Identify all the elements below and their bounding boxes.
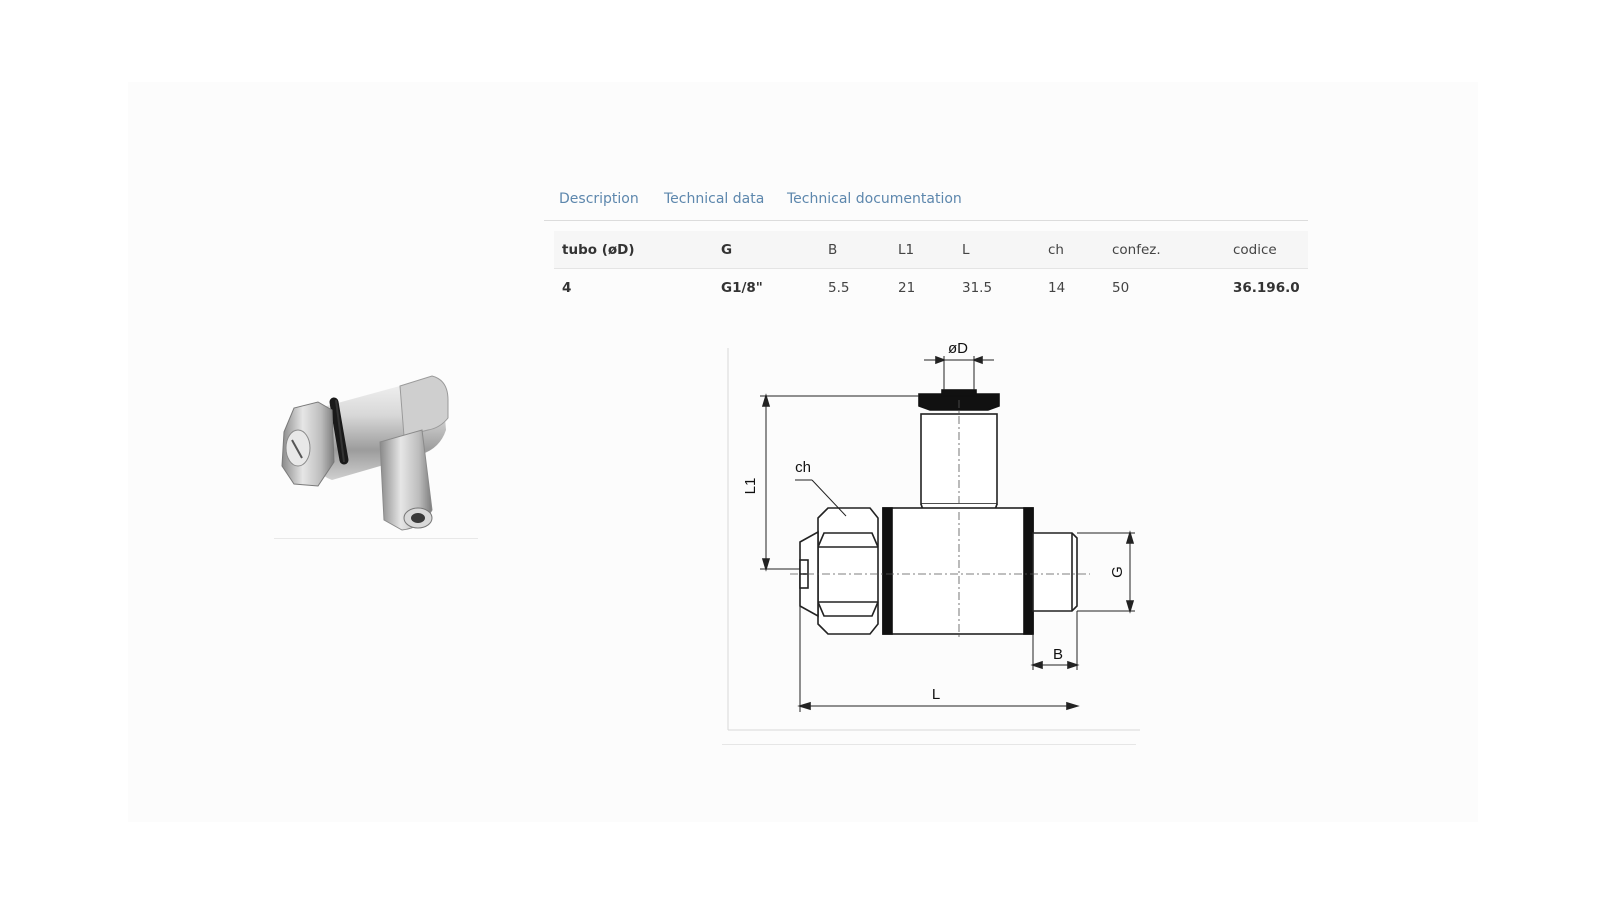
cell-b: 5.5 bbox=[828, 280, 850, 296]
product-image bbox=[281, 375, 449, 531]
table-header-row: tubo (øD) G B L1 L ch confez. codice bbox=[554, 231, 1308, 269]
cell-ch: 14 bbox=[1048, 280, 1066, 296]
technical-data-table: tubo (øD) G B L1 L ch confez. codice 4 G… bbox=[554, 231, 1308, 307]
column-header-b: B bbox=[820, 231, 890, 269]
cell-tubo: 4 bbox=[562, 280, 572, 296]
column-header-confez: confez. bbox=[1104, 231, 1225, 269]
label-diameter: øD bbox=[948, 340, 968, 357]
column-header-g: G bbox=[713, 231, 820, 269]
column-header-l: L bbox=[954, 231, 1040, 269]
label-ch: ch bbox=[795, 459, 811, 476]
tab-technical-data[interactable]: Technical data bbox=[664, 191, 765, 207]
drawing-divider bbox=[722, 744, 1136, 745]
column-header-tubo: tubo (øD) bbox=[554, 231, 713, 269]
photo-divider bbox=[274, 538, 478, 539]
label-l: L bbox=[932, 686, 940, 703]
table-row: 4 G1/8" 5.5 21 31.5 14 50 36.196.0 bbox=[554, 269, 1308, 308]
column-header-ch: ch bbox=[1040, 231, 1104, 269]
cell-g: G1/8" bbox=[721, 280, 763, 296]
cell-l: 31.5 bbox=[962, 280, 993, 296]
technical-drawing: øD L1 ch G B L bbox=[727, 340, 1140, 731]
tab-description[interactable]: Description bbox=[559, 191, 639, 207]
tab-bar: Description Technical data Technical doc… bbox=[544, 180, 1308, 221]
tab-technical-documentation[interactable]: Technical documentation bbox=[787, 191, 962, 207]
label-g: G bbox=[1109, 566, 1126, 578]
column-header-l1: L1 bbox=[890, 231, 954, 269]
column-header-codice: codice bbox=[1225, 231, 1308, 269]
label-b: B bbox=[1053, 646, 1063, 663]
cell-codice: 36.196.0 bbox=[1233, 280, 1300, 296]
cell-l1: 21 bbox=[898, 280, 916, 296]
cell-confez: 50 bbox=[1112, 280, 1130, 296]
label-l1: L1 bbox=[742, 478, 759, 495]
